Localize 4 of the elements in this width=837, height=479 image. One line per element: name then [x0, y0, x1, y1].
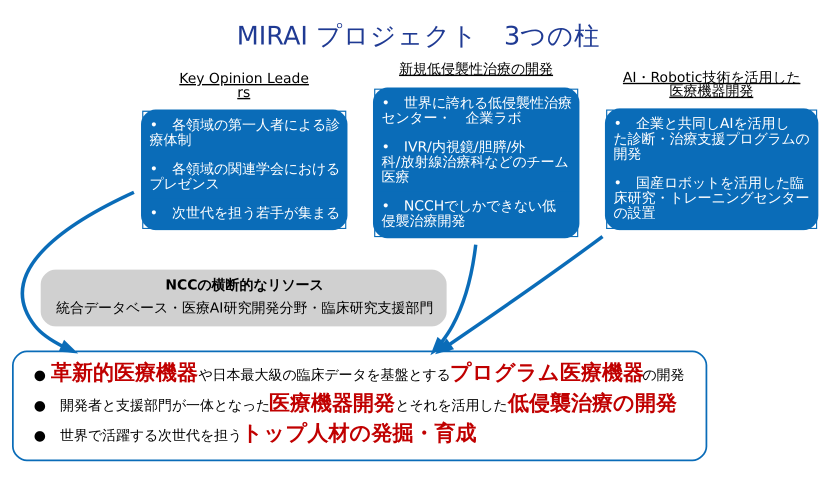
node-label: AI・Robotic技術を活用した医療機器開発	[622, 69, 800, 100]
node-label: Key Opinion Leaders	[179, 70, 309, 100]
diagram-title: MIRAI プロジェクト 3つの柱	[236, 21, 600, 52]
node-label: 新規低侵襲性治療の開発	[399, 61, 554, 78]
